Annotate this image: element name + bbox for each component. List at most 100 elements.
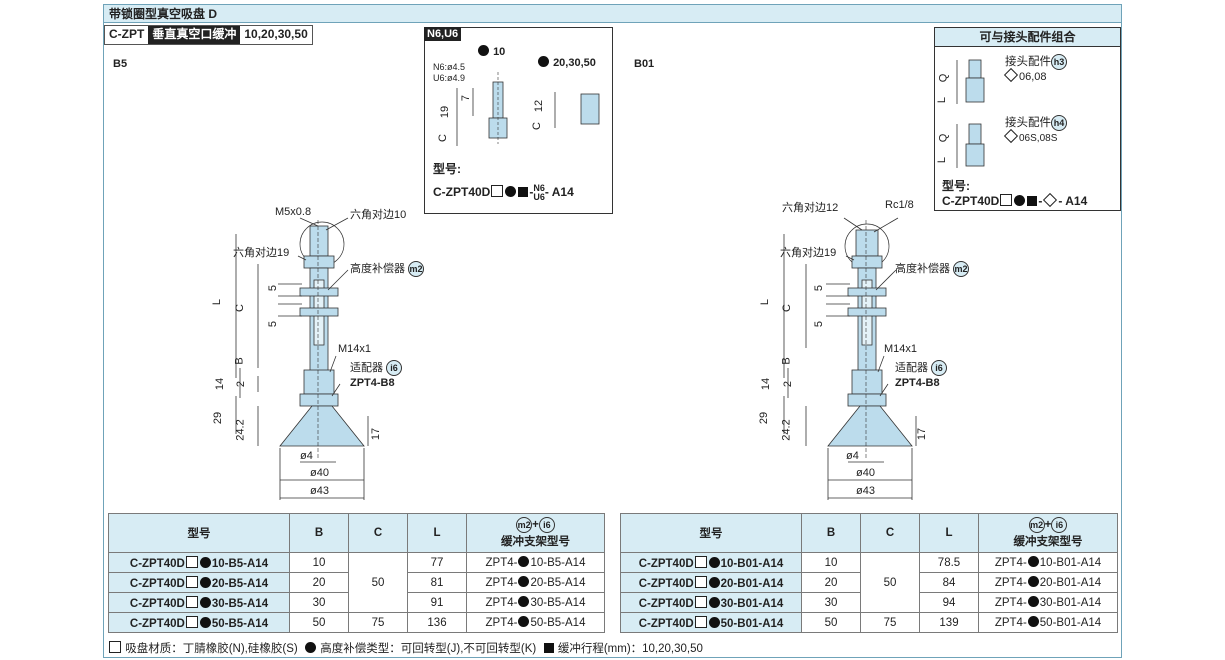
right-rc: Rc1/8 xyxy=(885,199,914,211)
square-icon xyxy=(491,185,504,198)
right-adapter-model: ZPT4-B8 xyxy=(895,377,940,389)
square-icon xyxy=(185,595,198,608)
right-drawing xyxy=(783,217,917,500)
square-icon xyxy=(185,575,198,588)
n6-model-label: 型号: xyxy=(433,162,461,176)
n6-dim-7: 7 xyxy=(460,94,473,102)
left-m5: M5x0.8 xyxy=(275,206,312,218)
spec-type: 垂直真空口缓冲 xyxy=(148,26,241,44)
footnote-stroke: 缓冲行程(mm)：10,20,30,50 xyxy=(557,643,703,655)
square-icon xyxy=(694,575,707,588)
opt-20: 20,30,50 xyxy=(537,56,596,69)
c-last: 75 xyxy=(860,612,920,633)
right-dim-2: 2 xyxy=(782,380,795,388)
fitting-h3-sizes: 06,08 xyxy=(1003,67,1047,83)
n6-dim-19: 19 xyxy=(439,105,452,119)
square-icon xyxy=(109,641,121,653)
fit-dim-q2: Q xyxy=(937,133,950,143)
dot-icon xyxy=(518,596,530,607)
dot-icon xyxy=(708,556,720,568)
n6-dia: N6:ø4.5 xyxy=(433,62,466,72)
square-icon xyxy=(185,555,198,568)
fit-dim-l2: L xyxy=(936,156,949,164)
right-dim-17: 17 xyxy=(916,427,929,441)
dot-icon xyxy=(1027,556,1039,567)
dot-icon xyxy=(505,186,517,198)
left-drawing-label: B5 xyxy=(113,58,128,70)
left-dim-17: 17 xyxy=(370,427,383,441)
spec-strokes: 10,20,30,50 xyxy=(240,26,312,44)
black-square-icon xyxy=(1027,196,1038,206)
left-drawing xyxy=(235,217,369,500)
c-last: 75 xyxy=(348,612,408,633)
i6-icon: i6 xyxy=(538,517,555,533)
page-title: 带锁圈型真空吸盘 D xyxy=(104,5,1121,23)
dot-icon xyxy=(199,616,211,628)
left-dim-l: L xyxy=(211,298,224,306)
col-l: L xyxy=(919,513,979,553)
m2-icon: m2 xyxy=(953,261,970,278)
n6-inset-drawing xyxy=(456,72,600,146)
dot-icon xyxy=(199,576,211,588)
fittings-title: 可与接头配件组合 xyxy=(935,28,1120,47)
left-dim-5b: 5 xyxy=(267,320,280,328)
square-icon xyxy=(694,555,707,568)
left-height-comp: 高度补偿器 m2 xyxy=(350,260,425,278)
left-dim-242: 24.2 xyxy=(234,419,247,441)
dot-icon xyxy=(518,556,530,567)
dot-icon xyxy=(199,596,211,608)
right-dim-29: 29 xyxy=(758,411,771,425)
diamond-icon xyxy=(1003,67,1019,83)
n6-dim-12: 12 xyxy=(533,99,546,113)
left-d40: ø40 xyxy=(310,467,329,479)
u6-dia: U6:ø4.9 xyxy=(433,73,466,83)
n6-dim-c2: C xyxy=(530,122,543,130)
right-hex12: 六角对边12 xyxy=(782,202,839,214)
c-shared: 50 xyxy=(348,552,408,613)
col-c: C xyxy=(860,513,920,553)
left-dim-2: 2 xyxy=(235,380,248,388)
left-dim-5a: 5 xyxy=(267,284,280,292)
right-d4: ø4 xyxy=(846,450,859,462)
col-b: B xyxy=(801,513,861,553)
fit-dim-l1: L xyxy=(936,96,949,104)
i6-icon: i6 xyxy=(386,360,403,377)
right-dim-14: 14 xyxy=(760,377,773,391)
col-b: B xyxy=(289,513,349,553)
dot-icon xyxy=(708,616,720,628)
right-height-comp: 高度补偿器 m2 xyxy=(895,260,970,278)
footnote-height-comp: 高度补偿类型：可回转型(J),不可回转型(K) xyxy=(320,643,537,655)
left-hex19: 六角对边19 xyxy=(233,247,290,259)
left-dim-b: B xyxy=(233,357,246,365)
h4-icon: h4 xyxy=(1051,114,1067,131)
fittings-model-label: 型号: xyxy=(942,179,970,193)
right-dim-242: 24.2 xyxy=(780,419,793,441)
dot-icon xyxy=(305,642,317,653)
right-hex19: 六角对边19 xyxy=(780,247,837,259)
diamond-icon xyxy=(1043,192,1058,208)
dot-icon xyxy=(708,596,720,608)
dot-icon xyxy=(538,56,549,67)
square-icon xyxy=(694,615,707,628)
spec-bar: C-ZPT 垂直真空口缓冲 10,20,30,50 xyxy=(104,25,313,45)
model-n6: N6 xyxy=(533,183,545,193)
square-icon xyxy=(1000,194,1013,206)
left-adapter: 适配器 i6 xyxy=(350,359,403,377)
fitting-h4-sizes: 06S,08S xyxy=(1003,128,1057,144)
n6-dim-c1: C xyxy=(436,134,449,142)
dot-icon xyxy=(1027,616,1039,627)
right-m14: M14x1 xyxy=(884,343,918,355)
black-square-icon xyxy=(543,643,554,653)
i6-icon: i6 xyxy=(1051,517,1068,533)
dot-icon xyxy=(518,576,530,587)
